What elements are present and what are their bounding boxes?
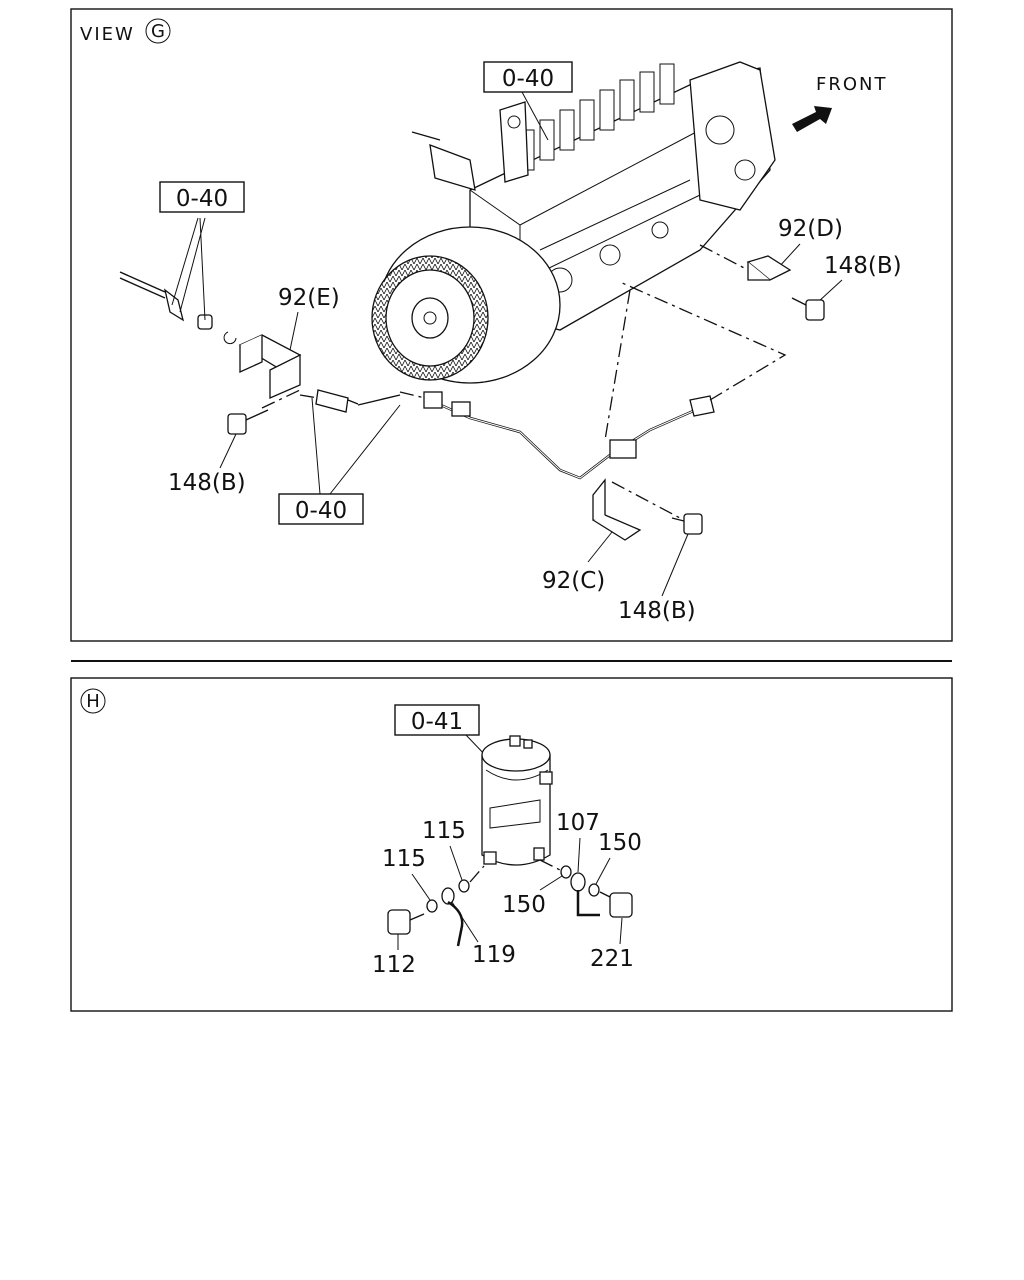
harness-left-connector [119,217,237,345]
leader-gasket-a [595,857,611,885]
callout-eye-119: 119 [472,942,516,968]
dash-sensor [299,394,319,399]
leader-pump-top [521,91,549,141]
callout-gasket-a: 150 [598,830,642,856]
leader-pipe-107 [577,837,581,873]
bracket-d [746,255,792,281]
leader-washer-b [411,873,431,901]
leader-bracket-c [587,531,613,563]
dash-harness-join [399,391,426,399]
leader-eye-119 [451,901,479,943]
bracket-e [238,334,302,399]
svg-text:0-40: 0-40 [295,498,347,524]
dash-bracket-c [611,481,681,519]
leader-washer-a [449,845,463,881]
bracket-c [592,478,642,541]
harness-main [423,391,715,480]
leader-eye-bolt-221 [619,917,623,945]
callout-bolt-c: 148(B) [618,598,696,624]
view-g-title: VIEW [80,24,135,45]
callout-bracket-c: 92(C) [542,568,605,594]
timer-gear [371,226,561,384]
left-fittings [387,865,485,947]
callout-eye-bolt-221: 221 [590,946,634,972]
svg-text:G: G [151,21,165,42]
callout-bolt-112: 112 [372,952,416,978]
fuel-filter [481,735,553,866]
dash-bracket-d [699,244,749,271]
bolt-c [671,513,703,535]
ref-box-harness-left: 0-40 [159,181,245,213]
ref-box-pump-top: 0-40 [483,61,573,93]
leader-bracket-e [289,311,299,351]
leader-gasket-b [539,875,563,891]
callout-gasket-b: 150 [502,892,546,918]
callout-bracket-e: 92(E) [278,285,340,311]
leader-bolt-c [661,533,689,597]
svg-text:0-40: 0-40 [176,186,228,212]
leader-harness-bottom [311,397,401,495]
leader-bolt-e [219,433,237,469]
right-fittings [539,859,633,918]
front-arrow-icon [792,106,832,132]
bolt-d [791,297,825,321]
callout-washer-b: 115 [382,846,426,872]
callout-pipe-107: 107 [556,810,600,836]
front-label: FRONT [816,74,888,95]
view-g-circle-marker: G [145,18,171,44]
callout-washer-a: 115 [422,818,466,844]
svg-text:H: H [86,691,100,712]
callout-bracket-d: 92(D) [778,216,843,242]
ref-box-harness-bottom: 0-40 [278,493,364,525]
svg-text:0-40: 0-40 [502,66,554,92]
ref-box-filter: 0-41 [394,704,480,736]
callout-bolt-e: 148(B) [168,470,246,496]
view-h-circle-marker: H [80,688,106,714]
leader-bolt-d [817,279,843,303]
svg-text:0-41: 0-41 [411,709,463,735]
dash-harness-pump [619,281,787,401]
callout-bolt-d: 148(B) [824,253,902,279]
dash-bolt-e [261,389,301,409]
sensor-connector [315,389,401,413]
bolt-e [227,409,269,435]
